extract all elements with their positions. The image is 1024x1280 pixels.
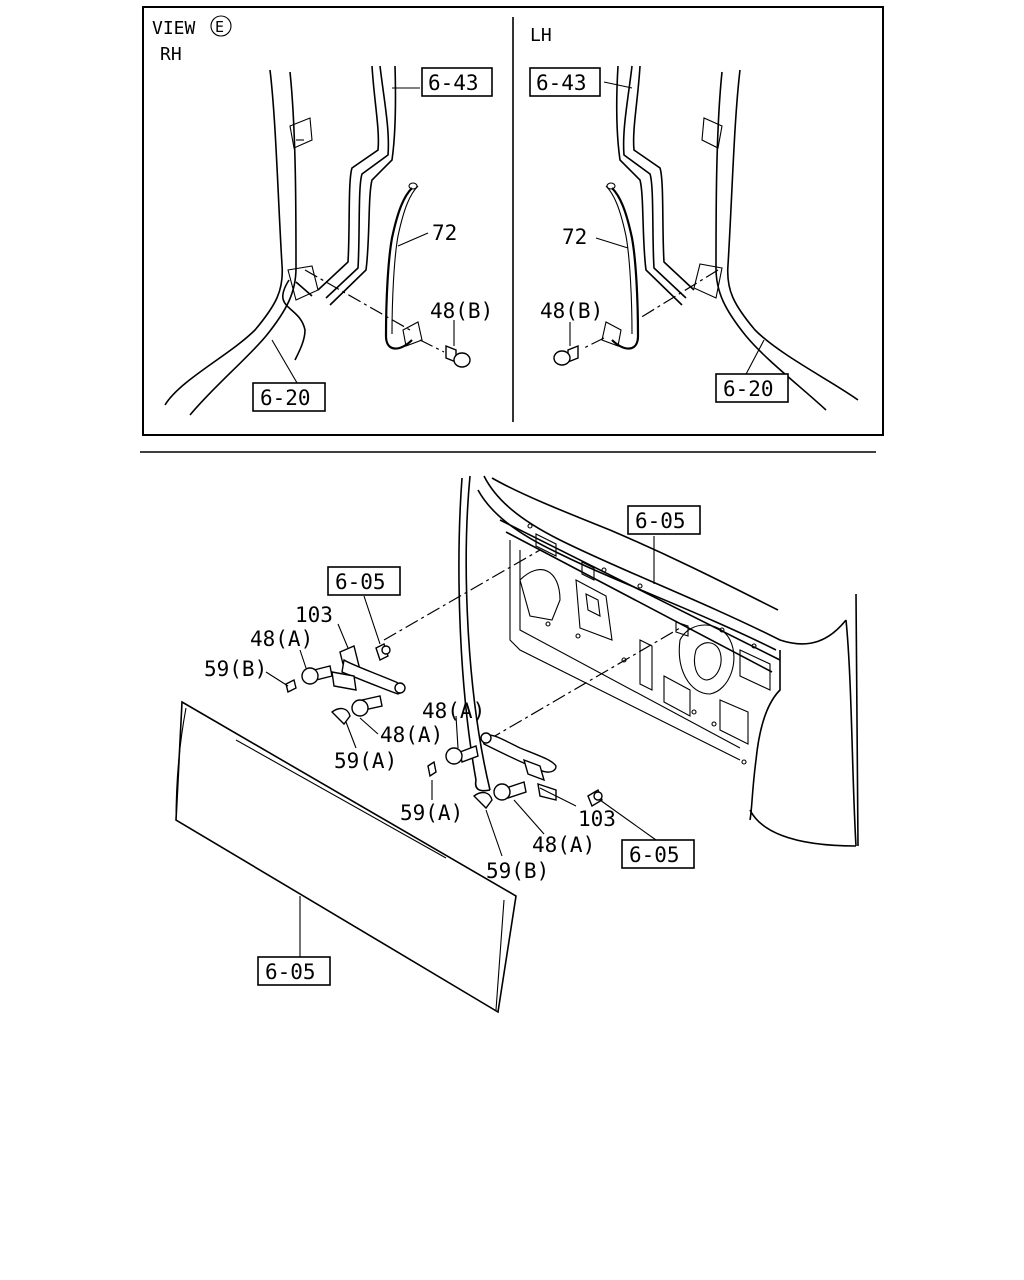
rh-label: RH [160,44,182,65]
ref-6-05-lower-text: 6-05 [629,843,680,867]
label-48a-4: 48(A) [532,833,595,857]
label-59b-upper: 59(B) [204,657,267,681]
view-title: VIEW [152,18,196,39]
upper-bolts [285,665,383,726]
lower-bolts [427,745,527,810]
view-marker: E [215,18,224,36]
lh-ref-6-43: 6-43 [529,67,601,97]
upper-bracket-103 [331,643,406,695]
rh-ref-6-43: 6-43 [421,67,493,97]
label-48a-2: 48(A) [380,723,443,747]
lower-bracket-103 [480,732,603,808]
ref-6-05-top-text: 6-05 [635,509,686,533]
ref-6-05-upper: 6-05 [327,566,401,596]
lh-drawing [553,65,859,411]
label-48a-1: 48(A) [250,627,313,651]
label-103-upper: 103 [295,603,333,627]
ref-6-05-upper-text: 6-05 [335,570,386,594]
inset-frame [142,6,884,436]
label-59a-lower: 59(A) [400,801,463,825]
lh-6-43-text: 6-43 [536,71,587,95]
label-59a-upper: 59(A) [334,749,397,773]
rh-6-43-text: 6-43 [428,71,479,95]
view-marker-circle [210,15,232,37]
ref-6-05-top: 6-05 [627,505,701,535]
rh-ref-6-20: 6-20 [252,382,326,412]
lh-72-label: 72 [562,225,587,249]
label-103-lower: 103 [578,807,616,831]
lh-48b-label: 48(B) [540,299,603,323]
lh-ref-6-20: 6-20 [715,373,789,403]
lh-label: LH [530,25,552,46]
rh-6-20-text: 6-20 [260,386,311,410]
lh-bolt-48b [553,344,579,366]
cab-front-frame [458,475,859,847]
rh-48b-label: 48(B) [430,299,493,323]
ref-6-05-panel: 6-05 [257,956,331,986]
ref-6-05-panel-text: 6-05 [265,960,316,984]
rh-bolt-48b [445,344,471,368]
label-48a-3: 48(A) [422,699,485,723]
rh-drawing [164,65,471,416]
label-59b-lower: 59(B) [486,859,549,883]
rh-72-label: 72 [432,221,457,245]
main-exploded-view: 6-05 6-05 103 48(A) 59(B) 48(A) 48(A) 59… [175,475,859,1014]
ref-6-05-lower: 6-05 [621,839,695,869]
front-panel [175,700,517,1014]
lh-6-20-text: 6-20 [723,377,774,401]
view-e-inset: VIEW E RH LH [142,6,884,436]
